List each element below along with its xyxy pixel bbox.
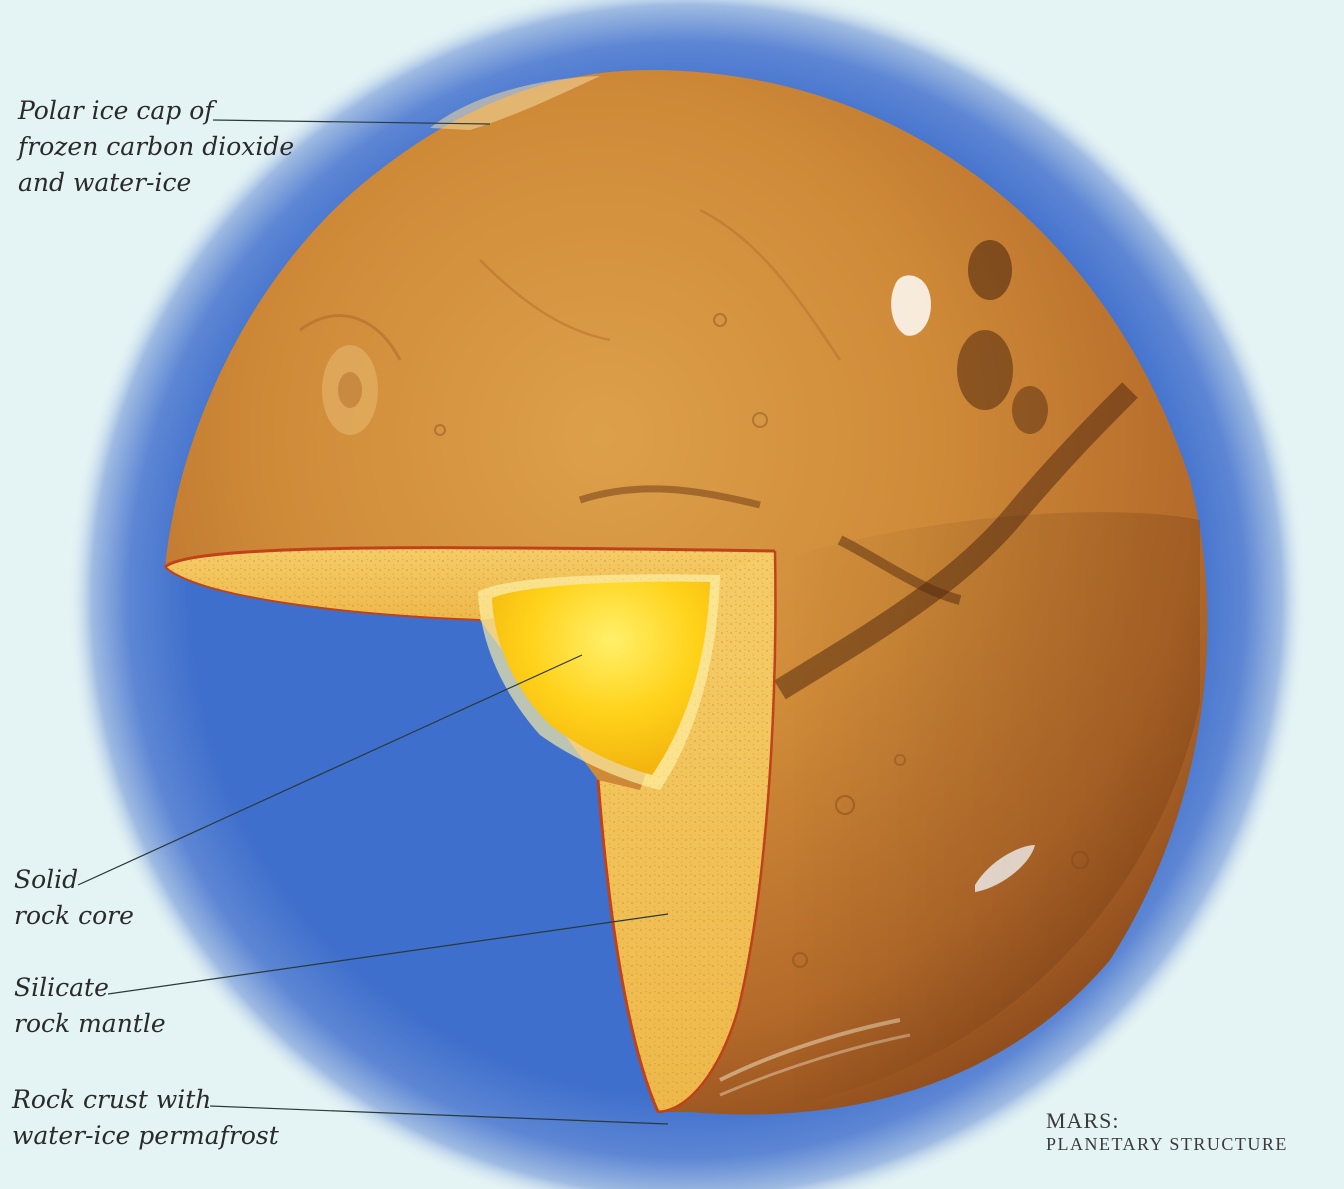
label-core-line-2: rock core <box>14 898 134 934</box>
label-polar-ice-cap-line-3: and water-ice <box>18 165 294 201</box>
label-crust: Rock crust with water-ice permafrost <box>12 1082 279 1154</box>
label-mantle-line-1: Silicate <box>14 970 166 1006</box>
label-crust-line-1: Rock crust with <box>12 1082 279 1118</box>
label-polar-ice-cap-line-2: frozen carbon dioxide <box>18 129 294 165</box>
label-core-line-1: Solid <box>14 862 134 898</box>
caption-title: MARS: <box>1046 1108 1288 1134</box>
label-polar-ice-cap: Polar ice cap of frozen carbon dioxide a… <box>18 93 294 201</box>
label-mantle: Silicate rock mantle <box>14 970 166 1042</box>
caption-subtitle: PLANETARY STRUCTURE <box>1046 1134 1288 1155</box>
label-core: Solid rock core <box>14 862 134 934</box>
label-crust-line-2: water-ice permafrost <box>12 1118 279 1154</box>
label-polar-ice-cap-line-1: Polar ice cap of <box>18 93 294 129</box>
diagram-caption: MARS: PLANETARY STRUCTURE <box>1046 1108 1288 1155</box>
label-mantle-line-2: rock mantle <box>14 1006 166 1042</box>
